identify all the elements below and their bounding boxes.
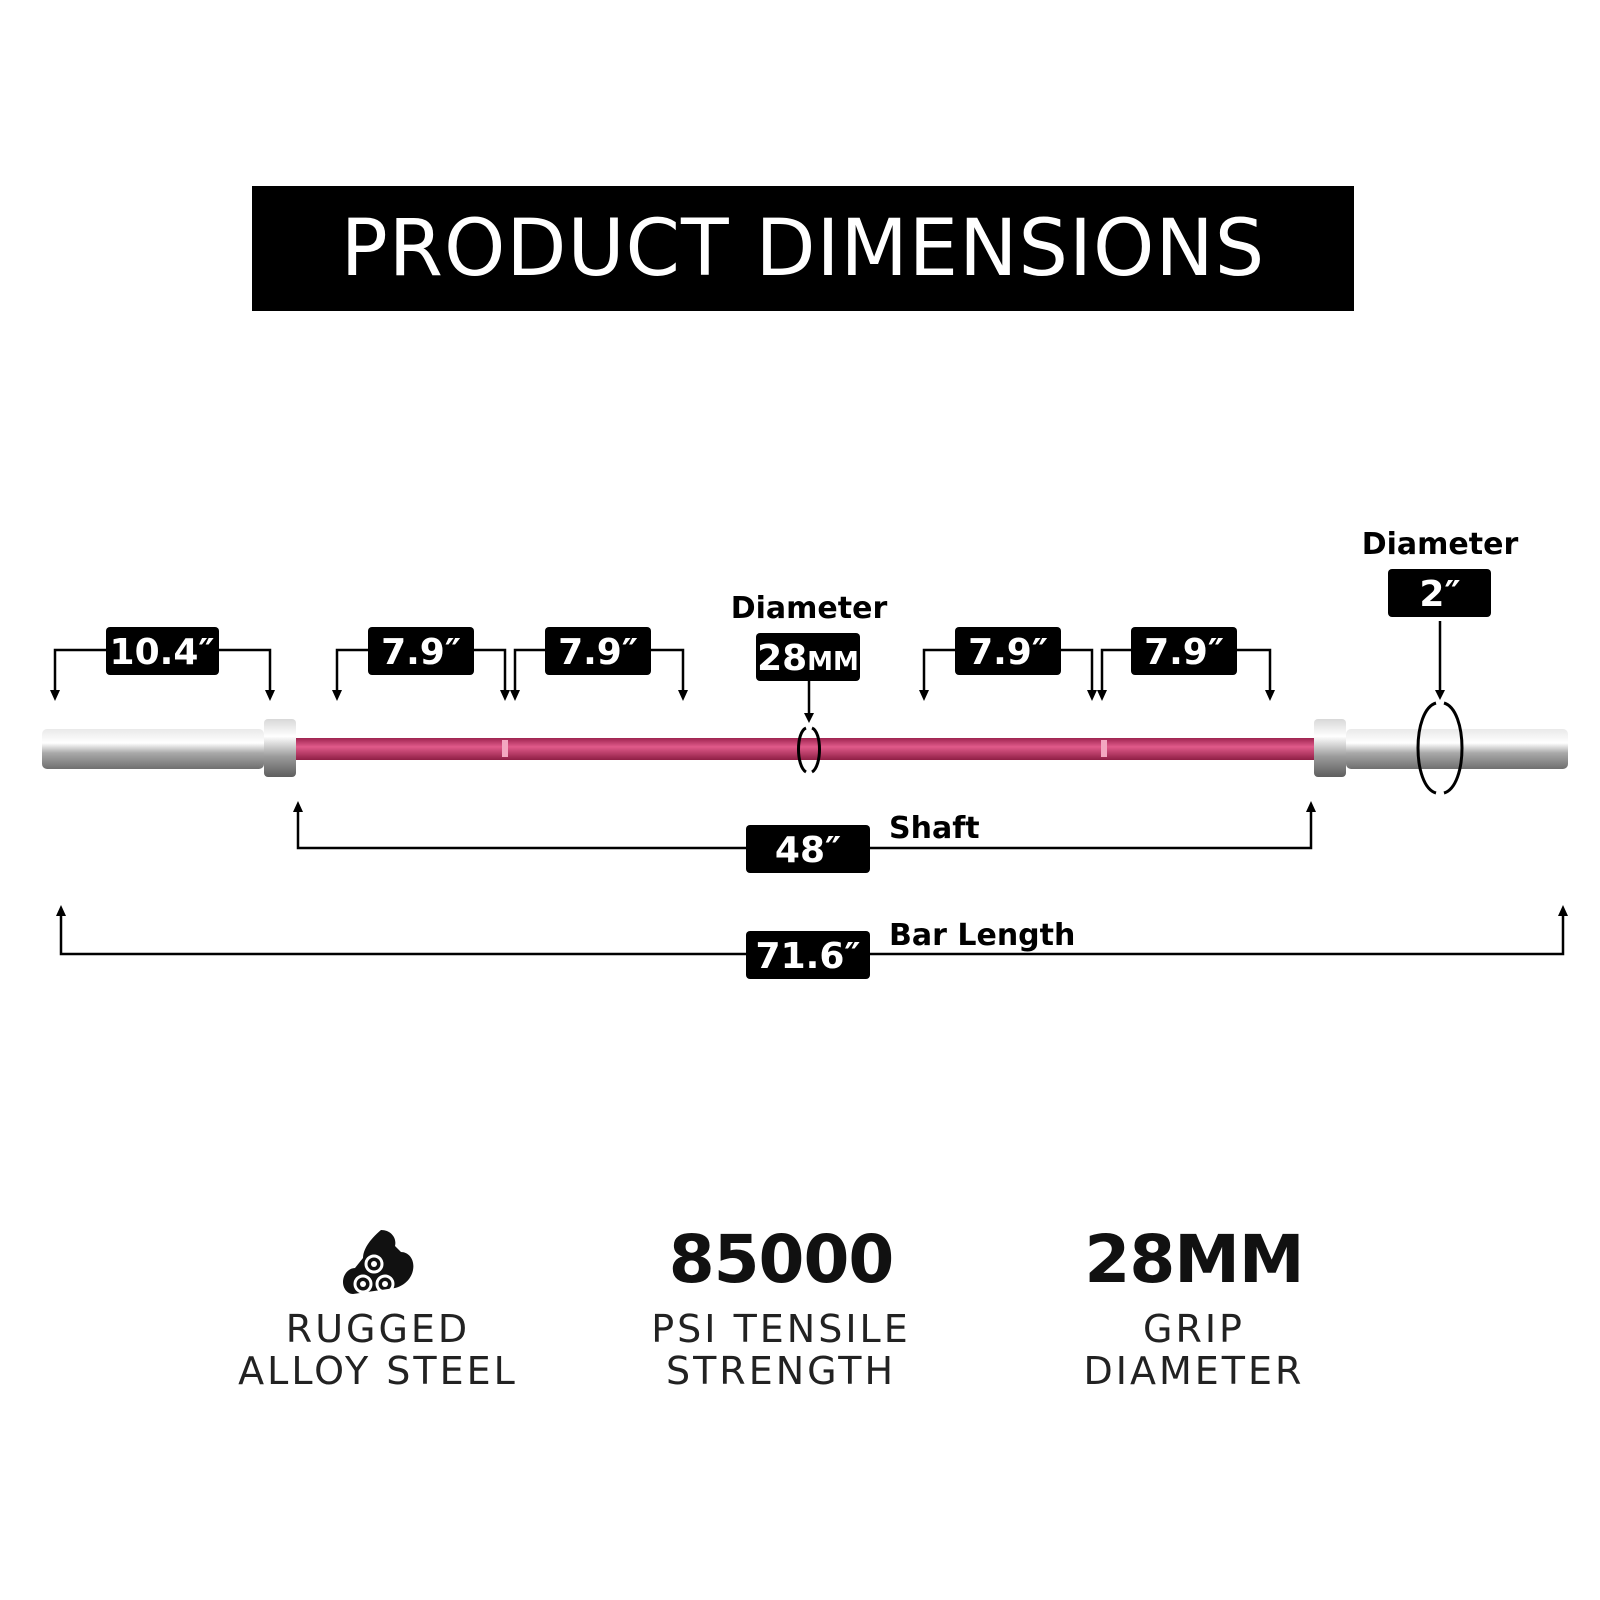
sleeve-diameter-value: 2″: [1419, 574, 1460, 615]
shaft-diameter-ring: [797, 726, 821, 774]
arrowheads: [50, 690, 1568, 916]
bar-length-value: 71.6″: [756, 936, 861, 977]
grip-segment-2-value: 7.9″: [558, 632, 638, 673]
alloy-rolls-icon: [343, 1230, 414, 1294]
feature-alloy-steel: RUGGED ALLOY STEEL: [208, 1220, 548, 1392]
sleeve-diameter-box: [1388, 569, 1491, 617]
shaft-length-box: [746, 825, 870, 873]
bar-length-box: [746, 931, 870, 979]
page-title: PRODUCT DIMENSIONS: [340, 203, 1266, 294]
feature-grip-value: 28MM: [1084, 1221, 1304, 1298]
feature-tensile-line1: PSI TENSILE: [651, 1307, 911, 1351]
feature-grip-diameter: 28MM GRIP DIAMETER: [1024, 1220, 1364, 1392]
feature-tensile-value: 85000: [668, 1221, 895, 1298]
shaft-diameter-box: [756, 633, 860, 681]
grip-segment-1-value: 7.9″: [381, 632, 461, 673]
grip-segment-1-box: [368, 627, 474, 675]
feature-alloy-line1: RUGGED: [285, 1307, 471, 1351]
title-banner: PRODUCT DIMENSIONS: [252, 186, 1354, 311]
feature-grip-line1: GRIP: [1143, 1307, 1245, 1351]
grip-segment-2-box: [545, 627, 651, 675]
sleeve-diameter-label: Diameter: [1362, 527, 1519, 562]
shaft-diameter-value: 28: [757, 638, 807, 679]
barbell: [42, 719, 1568, 777]
feature-alloy-line2: ALLOY STEEL: [238, 1349, 518, 1393]
feature-grip-line2: DIAMETER: [1083, 1349, 1305, 1393]
shaft-length-label: Shaft: [889, 811, 980, 846]
grip-segment-4-box: [1131, 627, 1237, 675]
feature-icon-wrap: [208, 1220, 548, 1300]
right-collar: [1314, 719, 1346, 777]
feature-tensile-strength: 85000 PSI TENSILE STRENGTH: [611, 1220, 951, 1392]
shaft: [296, 738, 1314, 760]
sleeve-length-box: [106, 627, 219, 675]
shaft-diameter-label: Diameter: [731, 591, 888, 626]
grip-segment-4-value: 7.9″: [1144, 632, 1224, 673]
sleeve-diameter-ring: [1416, 701, 1464, 795]
shaft-diameter-unit: MM: [807, 647, 859, 677]
shaft-diameter-text: 28MM: [757, 638, 859, 679]
grip-segment-3-value: 7.9″: [968, 632, 1048, 673]
sleeve-length-value: 10.4″: [110, 632, 215, 673]
shaft-length-value: 48″: [775, 830, 841, 871]
right-sleeve: [1346, 729, 1568, 769]
feature-tensile-line2: STRENGTH: [665, 1349, 897, 1393]
bar-length-label: Bar Length: [889, 918, 1075, 953]
grip-segment-3-box: [955, 627, 1061, 675]
left-sleeve: [42, 729, 264, 769]
left-collar: [264, 719, 296, 777]
